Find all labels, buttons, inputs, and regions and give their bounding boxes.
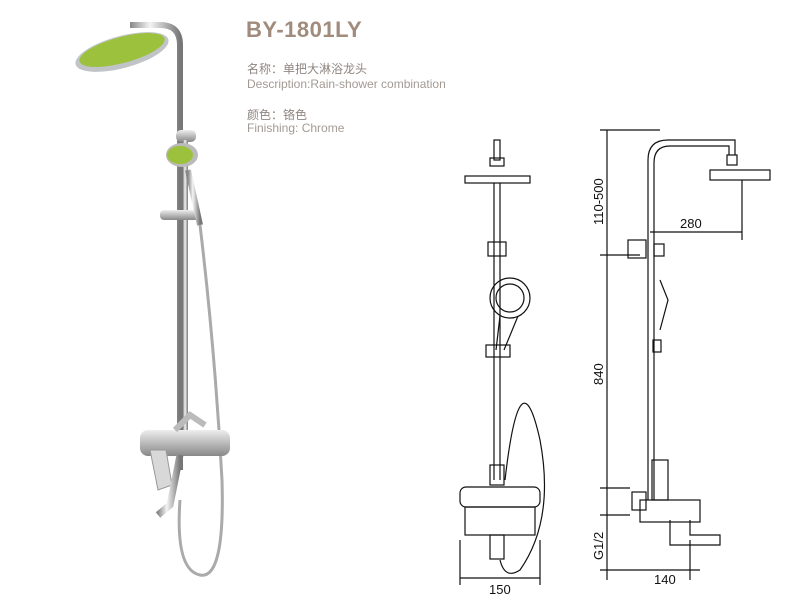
- color-cn: 颜色：铬色: [247, 108, 308, 122]
- dim-side-depth: 140: [654, 572, 676, 587]
- dim-front-width: 150: [489, 582, 511, 597]
- finishing: Finishing: Chrome: [247, 121, 345, 135]
- dim-arm-length: 280: [680, 216, 702, 231]
- dim-thread: G1/2: [591, 532, 606, 560]
- side-view-diagram: [600, 129, 771, 580]
- dim-height-adjust: 110-500: [591, 178, 606, 225]
- shower-hose: [177, 224, 224, 577]
- hand-shower-head: [167, 146, 193, 164]
- name-cn: 名称：单把大淋浴龙头: [247, 62, 368, 76]
- slide-bar: [183, 140, 188, 440]
- front-view-diagram: [459, 139, 546, 585]
- rain-shower-head: [79, 33, 165, 67]
- dim-pole-height: 840: [591, 363, 606, 385]
- model-title: BY-1801LY: [246, 17, 363, 42]
- description: Description:Rain-shower combination: [247, 77, 446, 91]
- product-photo: [75, 22, 230, 577]
